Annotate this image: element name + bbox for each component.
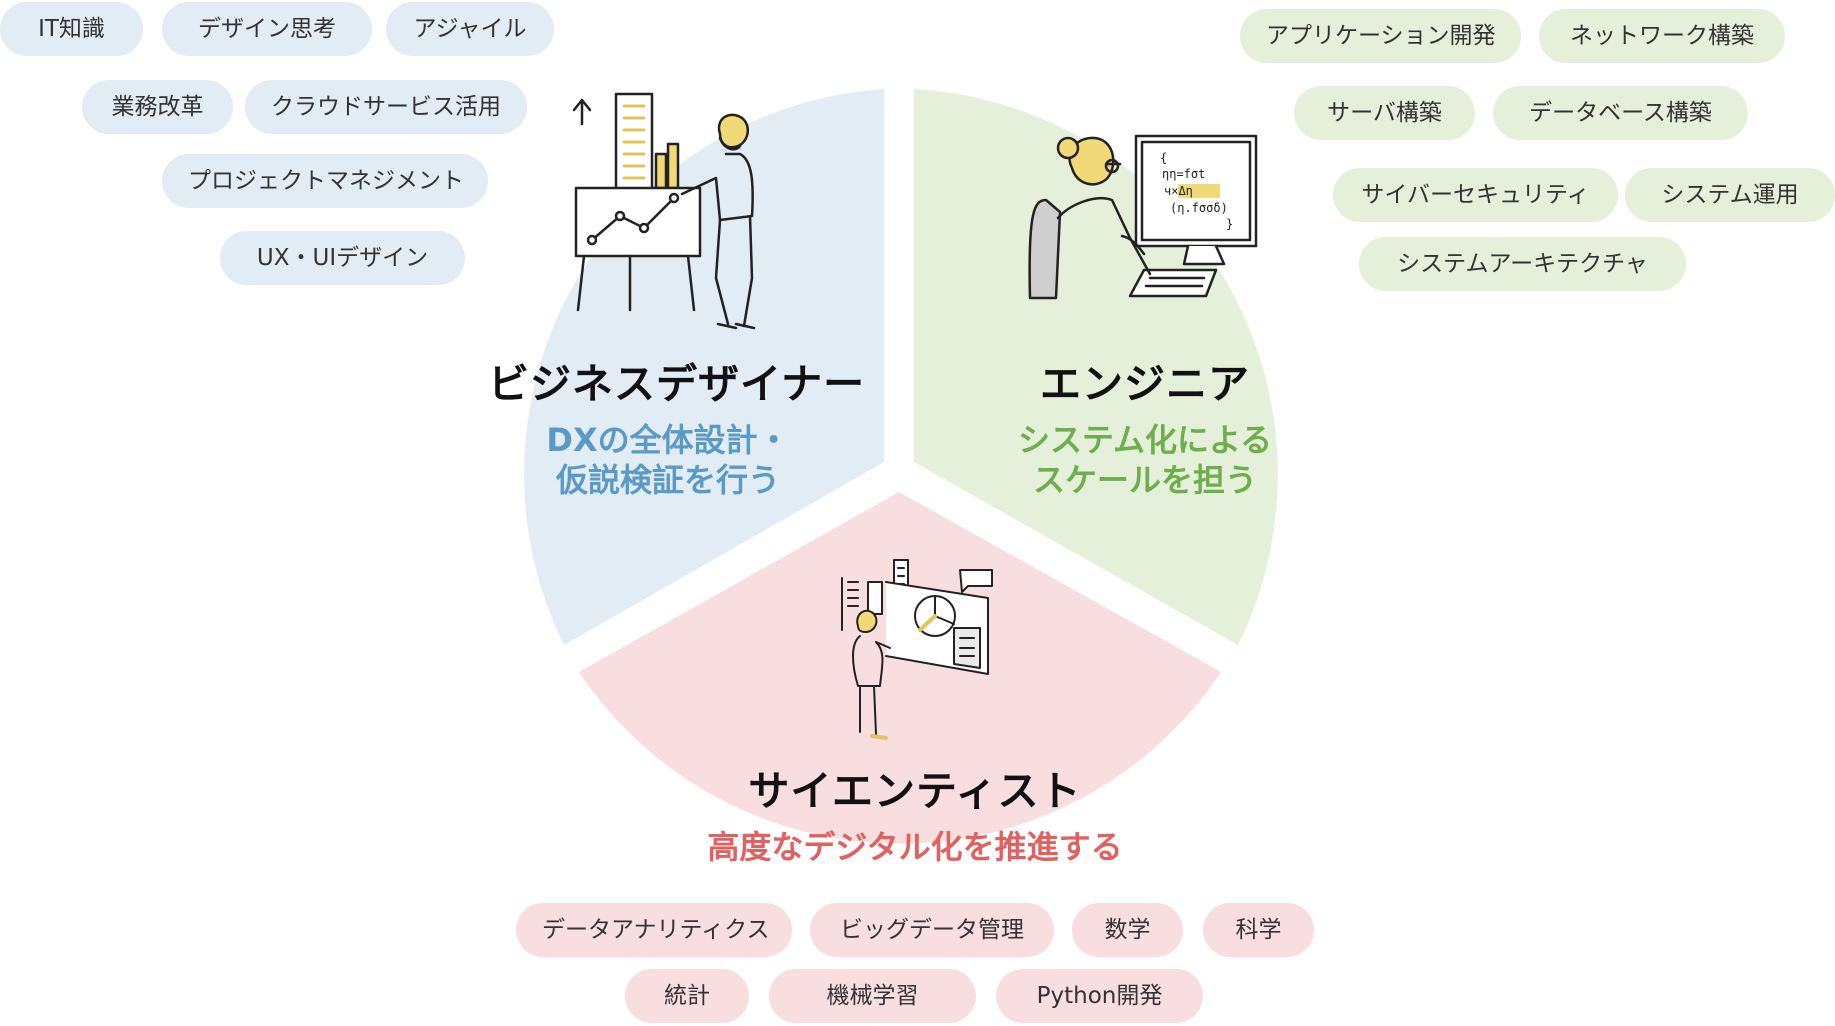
skill-tag-business-0: IT知識 [0,2,143,56]
engineer-title: エンジニア [1040,360,1250,408]
monitor-code-line-3: (η.fσσδ) [1170,201,1228,215]
skill-tag-scientist-3: 科学 [1203,903,1314,957]
engineer-subtitle-line-1: システム化による [1017,421,1273,459]
scientist-title: サイエンティスト [748,767,1082,815]
skill-tag-engineer-2: サーバ構築 [1294,86,1475,140]
skill-tag-scientist-5: 機械学習 [769,969,976,1023]
skill-tag-scientist-6: Python開発 [996,969,1203,1023]
skill-tag-scientist-2: 数学 [1072,903,1183,957]
business-designer-subtitle-line-1: DXの全体設計・ [546,421,790,459]
skill-tag-business-6: UX・UIデザイン [220,231,465,285]
skill-tag-engineer-5: システム運用 [1625,168,1835,222]
monitor-code-line-0: { [1160,151,1167,165]
skill-tag-scientist-4: 統計 [625,969,749,1023]
skill-tag-business-4: クラウドサービス活用 [245,80,527,134]
business-designer-subtitle: DXの全体設計・ 仮説検証を行う [488,420,848,500]
skill-tag-engineer-1: ネットワーク構築 [1539,9,1785,63]
monitor-code-line-1: ηη=fσt [1162,167,1205,181]
skill-tag-business-1: デザイン思考 [162,2,372,56]
skill-tag-engineer-6: システムアーキテクチャ [1359,237,1686,291]
engineer-subtitle: システム化による スケールを担う [985,420,1305,500]
skill-tag-scientist-1: ビッグデータ管理 [810,903,1054,957]
scientist-subtitle-line-1: 高度なデジタル化を推進する [707,828,1123,866]
monitor-code-line-4: } [1226,217,1233,231]
skill-tag-business-2: アジャイル [386,2,554,56]
skill-tag-engineer-3: データベース構築 [1493,86,1748,140]
monitor-code-line-2: ч×Δη [1164,184,1193,198]
skill-tag-business-3: 業務改革 [82,80,233,134]
skill-tag-scientist-0: データアナリティクス [516,903,792,957]
skill-tag-engineer-0: アプリケーション開発 [1240,9,1521,63]
business-designer-subtitle-line-2: 仮説検証を行う [555,461,780,499]
scientist-subtitle: 高度なデジタル化を推進する [640,827,1190,867]
person-coding-at-computer-icon: { ηη=fσt ч×Δη (η.fσσδ) } [1028,134,1258,300]
skill-tag-engineer-4: サイバーセキュリティ [1333,168,1618,222]
engineer-subtitle-line-2: スケールを担う [1032,461,1257,499]
person-presenting-chart-icon [572,92,756,330]
skill-tag-business-5: プロジェクトマネジメント [162,154,488,208]
business-designer-title: ビジネスデザイナー [488,360,866,408]
scientist-sector [579,492,1221,844]
person-analyzing-data-icon [841,559,993,740]
